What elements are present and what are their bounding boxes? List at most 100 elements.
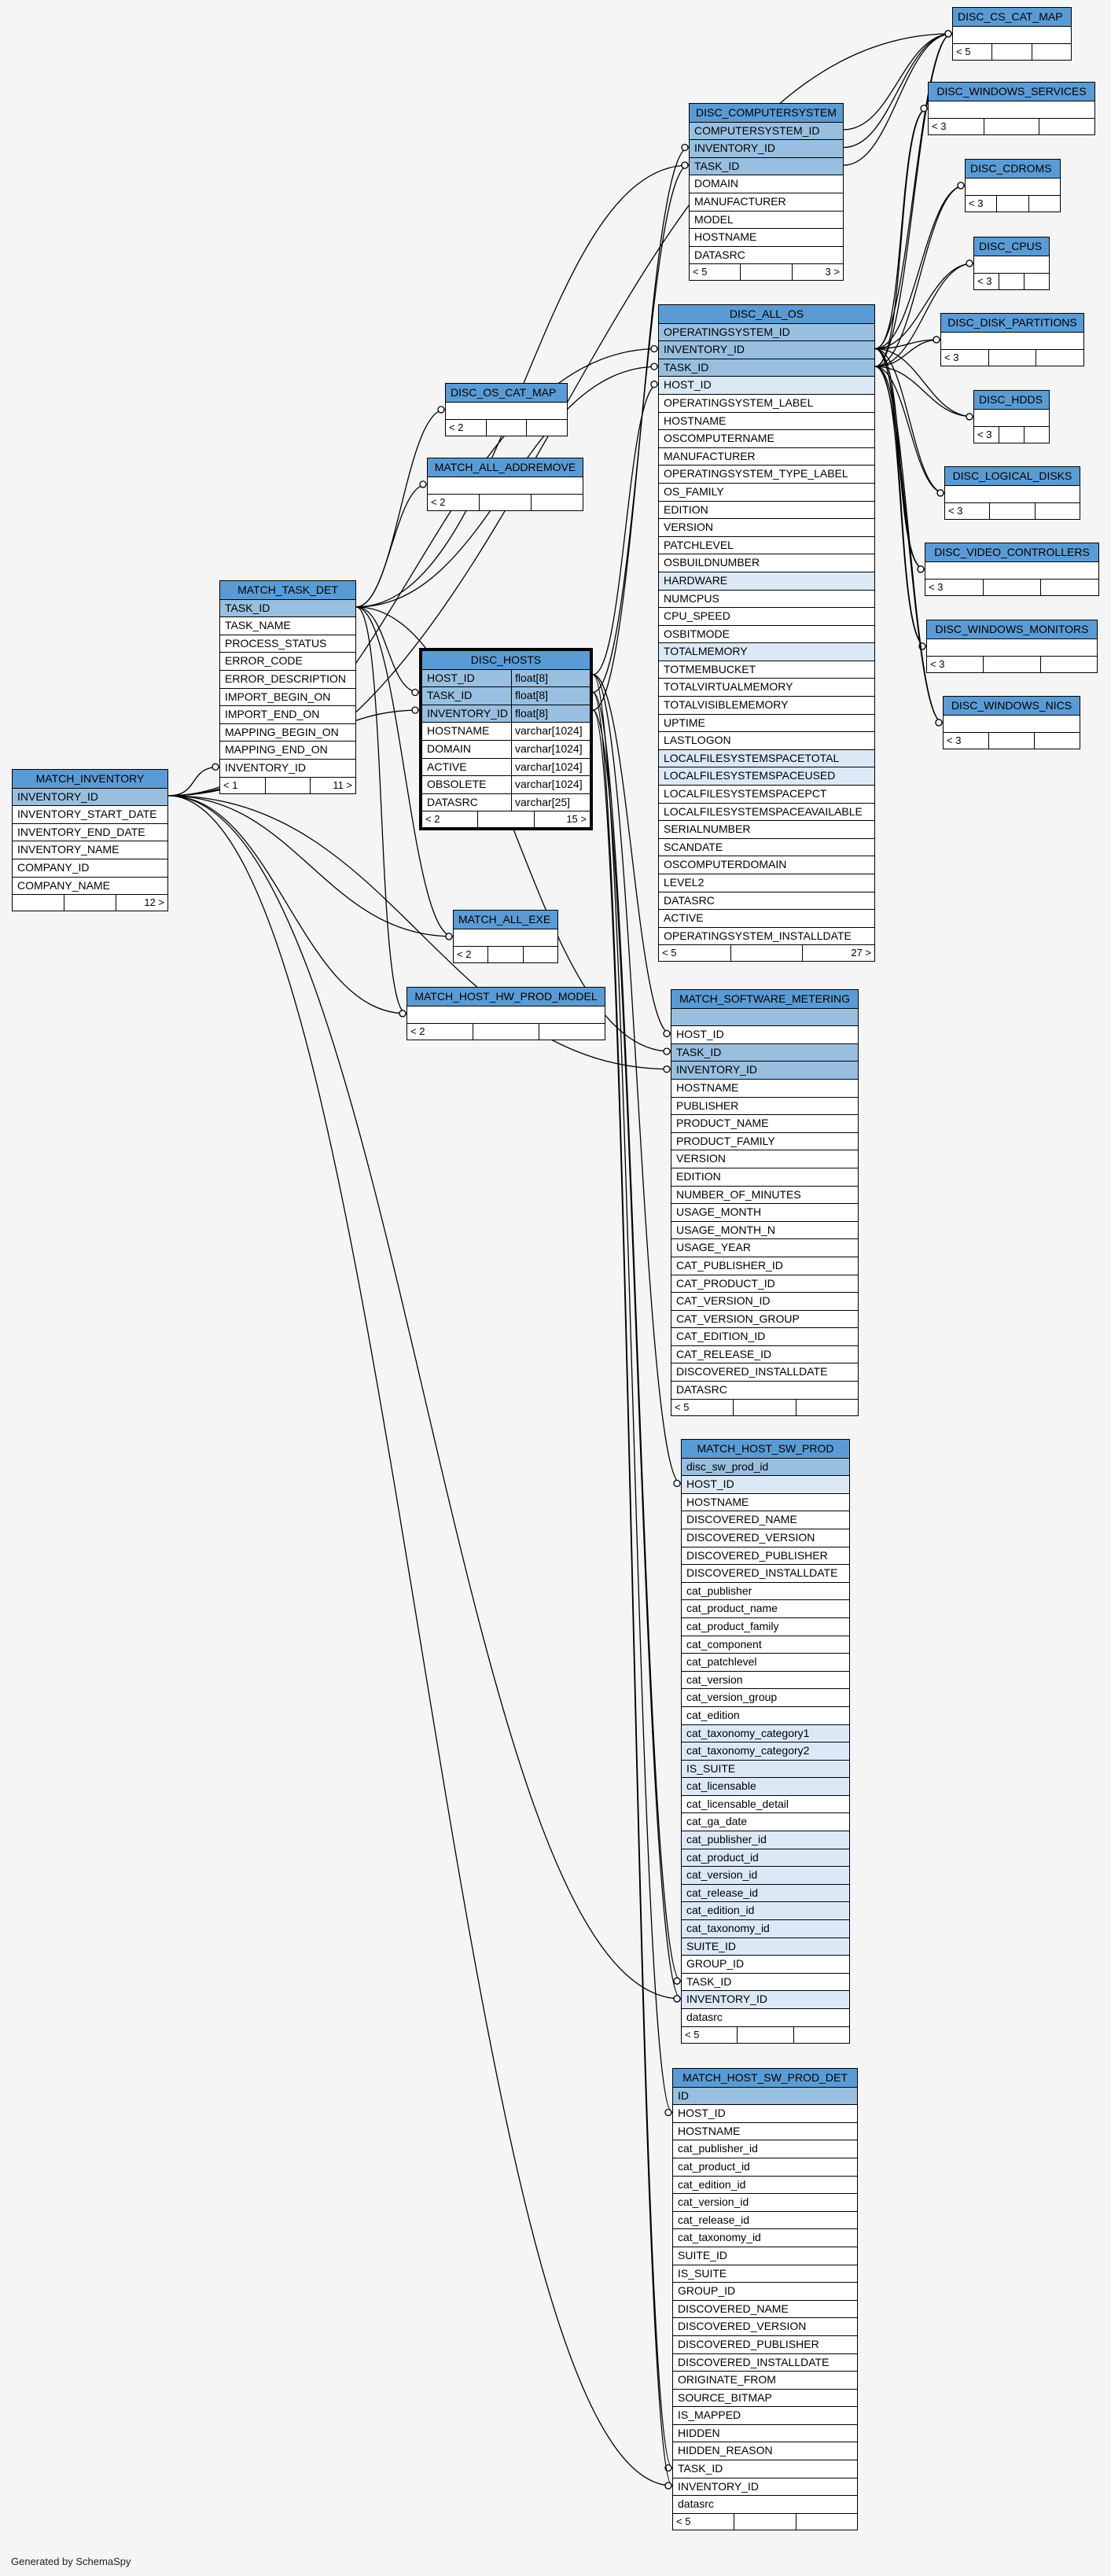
table-title[interactable]: DISC_HDDS [974,391,1049,410]
column-name [927,639,1097,655]
table-title[interactable]: DISC_WINDOWS_NICS [944,697,1080,716]
table-title[interactable]: DISC_VIDEO_CONTROLLERS [925,543,1098,562]
table-title[interactable]: DISC_DISK_PARTITIONS [941,314,1083,333]
footer-cell [996,196,1028,212]
parents-count[interactable]: < 2 [449,421,464,434]
column-row: TASK_ID [673,2460,857,2478]
children-count[interactable] [1028,196,1060,212]
parents-count[interactable]: < 3 [929,581,944,594]
children-count[interactable] [531,495,583,511]
table-match-all-addremove[interactable]: MATCH_ALL_ADDREMOVE < 2 [427,458,583,512]
table-title[interactable]: MATCH_ALL_ADDREMOVE [428,458,583,477]
children-count[interactable] [522,947,557,963]
children-count[interactable] [1024,274,1049,290]
children-count[interactable]: 11 > [310,777,355,793]
table-disc-os-cat-map[interactable]: DISC_OS_CAT_MAP < 2 [445,383,568,437]
parents-count[interactable]: < 1 [223,778,238,791]
column-type: float[8] [511,687,590,705]
table-disc-windows-services[interactable]: DISC_WINDOWS_SERVICES < 3 [928,82,1095,136]
children-count[interactable] [1034,733,1080,749]
table-title[interactable]: DISC_ALL_OS [659,305,874,324]
table-title[interactable]: DISC_WINDOWS_SERVICES [929,83,1094,101]
parents-count[interactable]: < 3 [932,120,947,133]
children-count[interactable] [1039,119,1094,135]
parents-count[interactable]: < 5 [662,947,677,959]
many-end-marker [918,642,926,650]
table-title[interactable]: MATCH_SOFTWARE_METERING [671,990,858,1009]
table-title[interactable]: MATCH_INVENTORY [13,770,167,789]
table-title[interactable]: DISC_CS_CAT_MAP [953,8,1071,27]
parents-count[interactable] [13,895,64,911]
table-title[interactable]: MATCH_TASK_DET [220,581,355,600]
children-count[interactable] [539,1024,605,1040]
table-disc-windows-nics[interactable]: DISC_WINDOWS_NICS < 3 [943,696,1080,750]
table-title[interactable]: DISC_LOGICAL_DISKS [945,467,1080,486]
children-count[interactable] [1036,350,1083,366]
table-title[interactable]: DISC_CPUS [974,237,1049,256]
parents-count[interactable]: < 5 [693,266,708,278]
table-title[interactable]: DISC_CDROMS [966,160,1060,178]
table-disc-cpus[interactable]: DISC_CPUS < 3 [973,237,1050,291]
table-title[interactable]: MATCH_ALL_EXE [454,911,557,929]
children-count[interactable] [1039,657,1097,673]
table-title[interactable]: MATCH_HOST_SW_PROD [682,1440,849,1459]
table-disc-logical-disks[interactable]: DISC_LOGICAL_DISKS < 3 [944,466,1080,521]
children-count[interactable]: 3 > [791,264,843,281]
children-count[interactable]: 12 > [116,895,167,911]
parents-count[interactable]: < 3 [930,658,945,671]
table-disc-windows-monitors[interactable]: DISC_WINDOWS_MONITORS < 3 [926,620,1098,674]
children-count[interactable] [795,1399,858,1415]
table-footer: < 5 [673,2513,857,2530]
table-disc-hdds[interactable]: DISC_HDDS < 3 [973,390,1050,444]
children-count[interactable] [1034,503,1080,520]
parents-count[interactable]: < 3 [977,275,992,288]
children-count[interactable]: 15 > [533,811,590,828]
parents-count[interactable]: < 5 [956,46,971,58]
table-match-all-exe[interactable]: MATCH_ALL_EXE < 2 [453,910,558,964]
parents-count[interactable]: < 3 [969,197,984,210]
column-name: MAPPING_END_ON [225,743,328,756]
footer-cell [730,945,803,962]
table-disc-cdroms[interactable]: DISC_CDROMS < 3 [965,159,1061,213]
parents-count[interactable]: < 3 [947,734,962,747]
parents-count[interactable]: < 2 [457,948,472,961]
parents-count[interactable]: < 2 [425,813,440,826]
table-disc-cs-cat-map[interactable]: DISC_CS_CAT_MAP < 5 [952,7,1072,61]
children-count[interactable] [1040,580,1098,596]
table-title[interactable]: DISC_COMPUTERSYSTEM [690,104,843,123]
table-match-host-hw-prod-model[interactable]: MATCH_HOST_HW_PROD_MODEL < 2 [407,987,605,1041]
children-count[interactable] [1031,44,1071,61]
parents-count[interactable]: < 2 [431,496,446,509]
children-count[interactable] [793,2026,849,2043]
table-title[interactable]: MATCH_HOST_SW_PROD_DET [673,2069,857,2088]
table-title[interactable]: MATCH_HOST_HW_PROD_MODEL [407,988,605,1006]
parents-count[interactable]: < 3 [948,505,963,517]
table-footer: < 1 11 > [220,777,355,793]
parents-count[interactable]: < 3 [944,351,959,364]
column-row: OSCOMPUTERNAME [659,430,874,448]
parents-count[interactable]: < 5 [685,2028,700,2041]
children-count[interactable] [795,2513,857,2530]
children-count[interactable]: 27 > [802,945,874,962]
table-title[interactable]: DISC_HOSTS [422,651,590,670]
parents-count[interactable]: < 5 [675,1400,690,1413]
children-count[interactable] [1024,427,1049,443]
table-disc-disk-partitions[interactable]: DISC_DISK_PARTITIONS < 3 [940,313,1084,367]
table-disc-video-controllers[interactable]: DISC_VIDEO_CONTROLLERS < 3 [925,543,1099,597]
table-title[interactable]: DISC_OS_CAT_MAP [446,384,567,403]
parents-count[interactable]: < 5 [676,2515,691,2527]
table-title[interactable]: DISC_WINDOWS_MONITORS [927,620,1097,639]
parents-count[interactable]: < 3 [977,429,992,441]
children-count[interactable] [526,420,567,436]
parents-count[interactable]: < 2 [410,1025,425,1038]
column-name: OBSOLETE [427,778,487,791]
